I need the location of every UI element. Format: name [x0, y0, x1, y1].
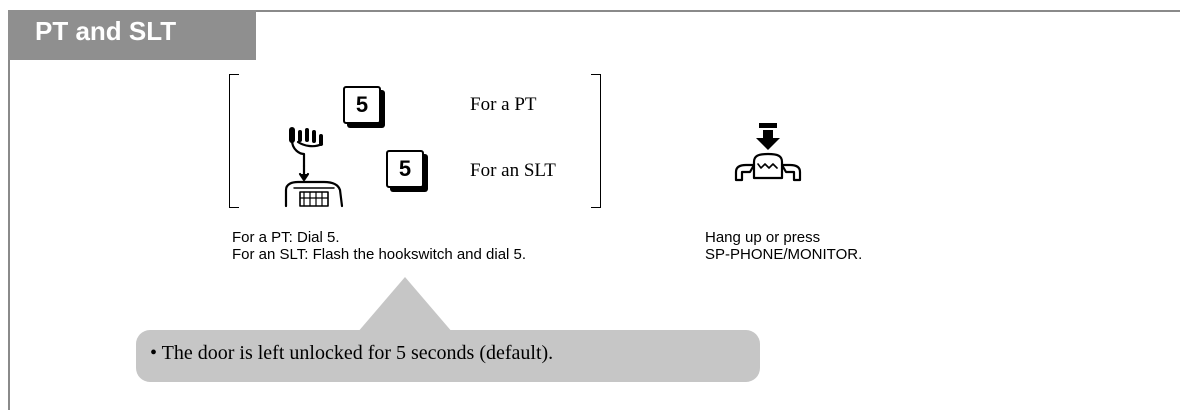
- left-bracket: [229, 74, 239, 208]
- note-text: • The door is left unlocked for 5 second…: [150, 342, 554, 364]
- section-title-tab: PT and SLT: [8, 10, 256, 60]
- dial-step-caption: For a PT: Dial 5. For an SLT: Flash the …: [232, 229, 526, 263]
- right-bracket: [591, 74, 601, 208]
- section-top-rule: [8, 10, 1180, 12]
- callout-pointer: [357, 277, 453, 333]
- hangup-step-caption: Hang up or press SP-PHONE/MONITOR.: [705, 229, 862, 263]
- dial-key-slt: 5: [386, 150, 424, 188]
- hang-up-phone-icon: [734, 123, 802, 182]
- section-title: PT and SLT: [35, 16, 177, 46]
- hangup-caption-line-2: SP-PHONE/MONITOR.: [705, 246, 863, 263]
- dial-caption-line-1: For a PT: Dial 5.: [232, 229, 340, 246]
- hand-flash-hookswitch-icon: [284, 127, 344, 208]
- section-left-rule: [8, 10, 10, 410]
- pt-option-label: For a PT: [470, 94, 537, 115]
- slt-option-label: For an SLT: [470, 160, 556, 181]
- note-callout: [136, 330, 760, 382]
- dial-key-pt: 5: [343, 86, 381, 124]
- hangup-caption-line-1: Hang up or press: [705, 229, 821, 246]
- dial-caption-line-2: For an SLT: Flash the hookswitch and dia…: [232, 246, 527, 263]
